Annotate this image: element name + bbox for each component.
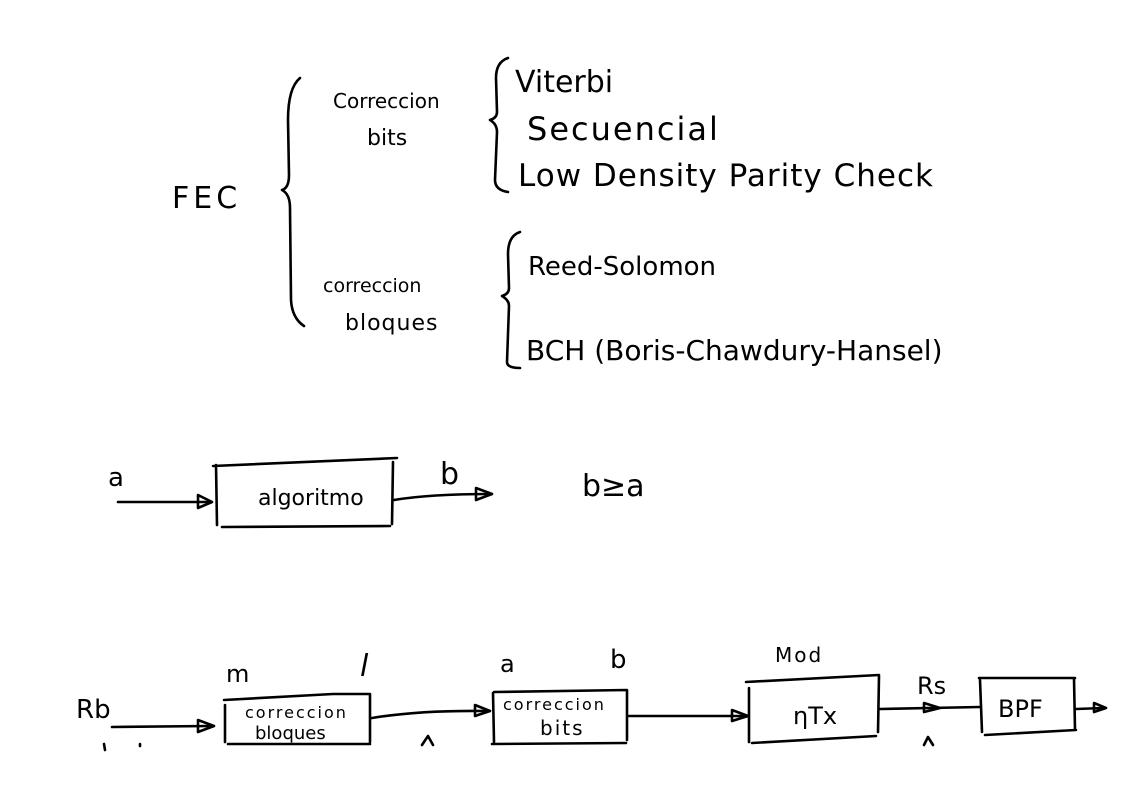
algorithm-output-arrowhead [474, 486, 494, 502]
block3-top-label: Mod [775, 643, 823, 667]
algorithm-block [211, 456, 399, 529]
algorithm-output-arrow [392, 492, 492, 502]
bpf-box [977, 676, 1078, 737]
bits-item-ldpc: Low Density Parity Check [518, 158, 934, 194]
bpf-output-arrowhead [1092, 701, 1108, 714]
bpf-label: BPF [998, 695, 1043, 723]
block2-box [490, 688, 629, 746]
chain-mark-1 [420, 734, 435, 747]
chain-tick [102, 742, 142, 752]
algorithm-block-label: algoritmo [258, 486, 364, 511]
arrowhead-block2-input [473, 703, 492, 718]
branch-bloques-label-line1: correccion [323, 275, 421, 297]
block1-top-right-label: l [360, 649, 369, 684]
algorithm-relation: b≥a [582, 469, 645, 504]
block1-label-line2: bloques [255, 723, 326, 744]
bpf-output-arrow [1074, 706, 1106, 711]
bits-item-secuencial: Secuencial [527, 110, 720, 148]
chain-input-arrowhead [196, 718, 216, 734]
branch-bits-label-line2: bits [367, 126, 407, 151]
block2-top-right-label: b [610, 645, 627, 675]
bits-item-viterbi: Viterbi [515, 65, 613, 100]
block1-label-line1: correccion [245, 703, 348, 722]
rate-label: Rs [917, 672, 946, 700]
block3-box [744, 673, 881, 745]
algorithm-input-arrowhead [196, 493, 214, 510]
arrowhead-block3-input [730, 708, 750, 723]
block2-top-left-label: a [500, 650, 515, 678]
block2-label-line1: correccion [503, 695, 606, 714]
block2-label-line2: bits [540, 716, 585, 740]
arrowhead-rs [922, 701, 942, 714]
chain-input-label: Rb [76, 695, 111, 725]
algorithm-input-label: a [108, 463, 124, 493]
block3-label: ηTx [793, 702, 837, 730]
bloques-brace [500, 230, 522, 370]
branch-bloques-label-line2: bloques [345, 311, 438, 336]
bloques-item-bch: BCH (Boris-Chawdury-Hansel) [526, 334, 943, 367]
bloques-item-reed-solomon: Reed-Solomon [528, 252, 716, 282]
bits-brace [488, 56, 510, 194]
chain-input-arrow [110, 724, 212, 729]
arrow-block3-to-bpf [878, 705, 982, 711]
fec-tree: FEC Correccion bits Viterbi Secuencial L… [172, 56, 943, 370]
branch-bits-label-line1: Correccion [333, 89, 440, 113]
fec-root-label: FEC [172, 181, 241, 216]
arrow-block1-to-block2 [370, 709, 490, 720]
fec-main-brace [280, 76, 306, 328]
block1-top-left-label: m [226, 660, 249, 688]
algorithm-output-label: b [440, 457, 459, 492]
block1-box [222, 692, 372, 746]
algorithm-diagram: a algoritmo b b≥a [108, 456, 645, 529]
chain-mark-2 [922, 735, 935, 747]
transmitter-chain: Rb m l correccion bloques a b correccion… [76, 643, 1108, 752]
